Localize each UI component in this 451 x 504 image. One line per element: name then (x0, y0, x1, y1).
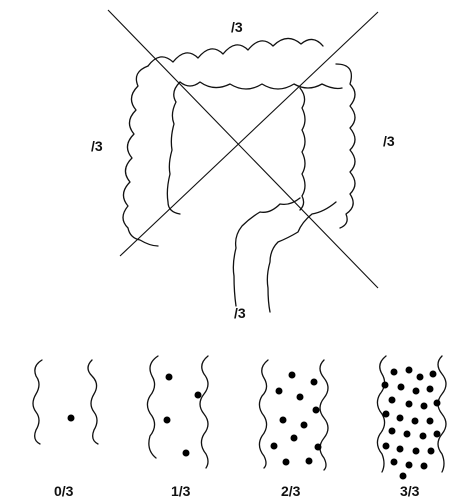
grade-3-dot (396, 445, 404, 453)
grade-3-left-wall (376, 355, 387, 473)
grade-2-segment: 2/3 (258, 359, 329, 499)
grade-2-dot (296, 393, 304, 401)
grade-3-right-wall (437, 355, 447, 473)
grade-2-right-wall (319, 359, 329, 471)
divider-line-left-to-right (107, 9, 379, 289)
grade-3-dot (427, 447, 435, 455)
grade-2-left-wall (258, 359, 269, 469)
grade-2-label: 2/3 (281, 483, 301, 499)
sigmoid-colon-upper-wall (232, 197, 301, 307)
sigmoid-colon-lower-wall (266, 201, 337, 313)
grade-2-dot (314, 443, 322, 451)
grade-3-dot (388, 396, 396, 404)
segment-label-rectosigmoid: /3 (234, 305, 246, 321)
grade-3-dot (396, 414, 404, 422)
grade-3-dot (433, 399, 441, 407)
grade-3-dot (388, 427, 396, 435)
grade-0-label: 0/3 (54, 483, 74, 499)
grade-0-right-wall (87, 359, 99, 445)
grade-1-left-wall (146, 355, 159, 459)
grade-2-dot (288, 371, 296, 379)
grade-0-left-wall (32, 359, 43, 445)
grade-2-dot (310, 378, 318, 386)
segment-label-right-colon: /3 (91, 138, 103, 154)
grade-3-dot (416, 373, 424, 381)
grade-2-dot (279, 416, 287, 424)
grade-3-dot (390, 458, 398, 466)
grade-1-segment: 1/3 (146, 355, 209, 499)
grade-3-label: 3/3 (400, 483, 420, 499)
grade-3-dot (397, 383, 405, 391)
grade-2-dot (270, 442, 278, 450)
divider-line-right-to-left (119, 11, 379, 257)
grade-3-segment: 3/3 (376, 355, 447, 499)
grading-scale: 0/3 1/3 2/3 (32, 355, 447, 499)
segment-label-left-colon: /3 (383, 133, 395, 149)
grade-3-dot (411, 417, 419, 425)
grade-0-dot (67, 414, 75, 422)
grade-2-dot (305, 457, 313, 465)
grade-3-dot (412, 387, 420, 395)
grade-3-dot (381, 381, 389, 389)
grade-3-dot (420, 462, 428, 470)
grade-3-dot (433, 430, 441, 438)
grade-2-dot (282, 458, 290, 466)
grade-3-dot (426, 417, 434, 425)
grade-2-dot (290, 434, 298, 442)
grade-1-dot (163, 416, 171, 424)
grade-1-dot (165, 373, 173, 381)
descending-colon-inner-wall (299, 87, 306, 211)
grade-3-dot (405, 366, 413, 374)
grade-3-dot (429, 370, 437, 378)
descending-colon-outer-wall (335, 63, 356, 229)
transverse-colon-outer-wall (147, 37, 324, 67)
grade-3-dot (405, 461, 413, 469)
grade-3-dot (382, 442, 390, 450)
grade-3-dot (390, 368, 398, 376)
grade-0-segment: 0/3 (32, 359, 99, 499)
grade-3-dot (405, 400, 413, 408)
grade-2-dot (312, 406, 320, 414)
grade-1-dot (182, 449, 190, 457)
grade-3-dot (426, 385, 434, 393)
ascending-colon-outer-wall (122, 65, 159, 247)
grade-3-dot (419, 432, 427, 440)
grade-3-dot (403, 430, 411, 438)
ascending-colon-inner-wall (166, 81, 181, 215)
grade-3-dot (382, 410, 390, 418)
transverse-colon-inner-wall (179, 81, 343, 90)
grade-3-dot (399, 472, 407, 480)
colon-diagram: /3 /3 /3 /3 (91, 9, 395, 321)
grade-1-label: 1/3 (171, 483, 191, 499)
grade-1-right-wall (199, 355, 209, 469)
grade-1-dot (194, 391, 202, 399)
segment-label-transverse: /3 (231, 19, 243, 35)
grade-2-dot (300, 421, 308, 429)
grade-3-dot (412, 447, 420, 455)
grade-2-dot (275, 387, 283, 395)
grade-3-dot (420, 402, 428, 410)
